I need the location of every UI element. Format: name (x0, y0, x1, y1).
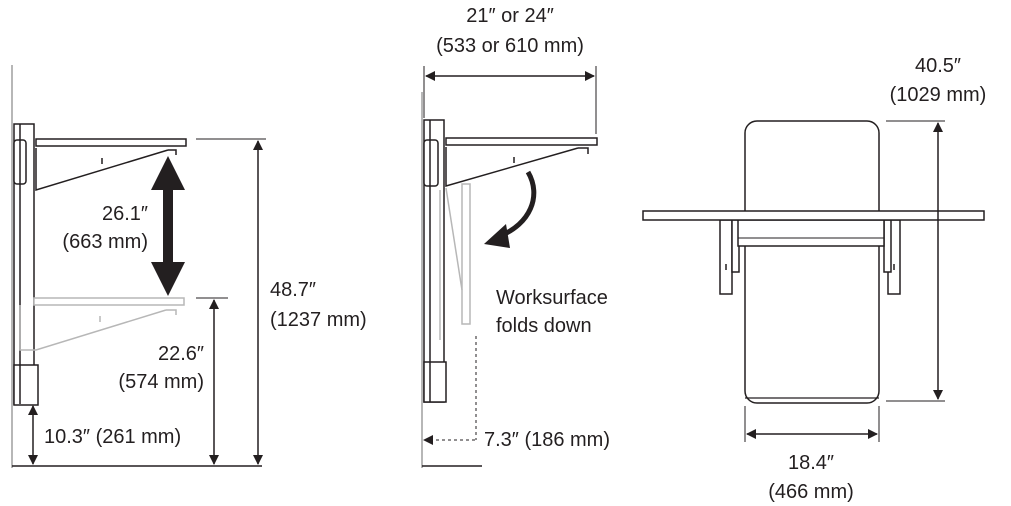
fold-label-2: folds down (496, 315, 592, 337)
support-brackets (719, 219, 901, 295)
front-height-metric: (1029 mm) (890, 84, 987, 106)
front-height-label: 40.5″ (915, 55, 961, 77)
total-height-metric: (1237 mm) (270, 309, 367, 331)
worksurface-open (445, 137, 598, 187)
height-range-metric: (663 mm) (62, 231, 148, 253)
wall-rail (13, 123, 39, 406)
height-range-label: 26.1″ (102, 203, 148, 225)
low-height-label: 22.6″ (158, 343, 204, 365)
total-height-label: 48.7″ (270, 279, 316, 301)
fold-label: Worksurface (496, 287, 608, 309)
fold-arrow (499, 170, 537, 239)
worksurface-lowered (19, 297, 185, 351)
height-range-arrow (151, 156, 185, 296)
front-width-metric: (466 mm) (768, 481, 854, 503)
low-height-metric: (574 mm) (118, 371, 204, 393)
side-fold-view: Worksurface folds down 21″ or 24″ (533 o… (421, 5, 610, 468)
crossbar (737, 219, 885, 247)
worksurface-raised (35, 138, 187, 192)
front-width-label: 18.4″ (788, 452, 834, 474)
fold-arrowhead (484, 224, 510, 248)
base-height-label: 10.3″ (261 mm) (44, 426, 181, 448)
side-height-view: 26.1″ (663 mm) 48.7″ (1237 mm) 22.6″ (57… (11, 65, 367, 468)
front-view: 40.5″ (1029 mm) 18.4″ (466 mm) (642, 55, 987, 503)
depth-label: 21″ or 24″ (466, 5, 554, 27)
folded-depth-label: 7.3″ (186 mm) (484, 429, 610, 451)
depth-metric: (533 or 610 mm) (436, 35, 584, 57)
worksurface-top (642, 210, 985, 221)
wall-rail (423, 119, 447, 403)
back-panel (744, 120, 880, 404)
worksurface-folded (439, 183, 471, 340)
